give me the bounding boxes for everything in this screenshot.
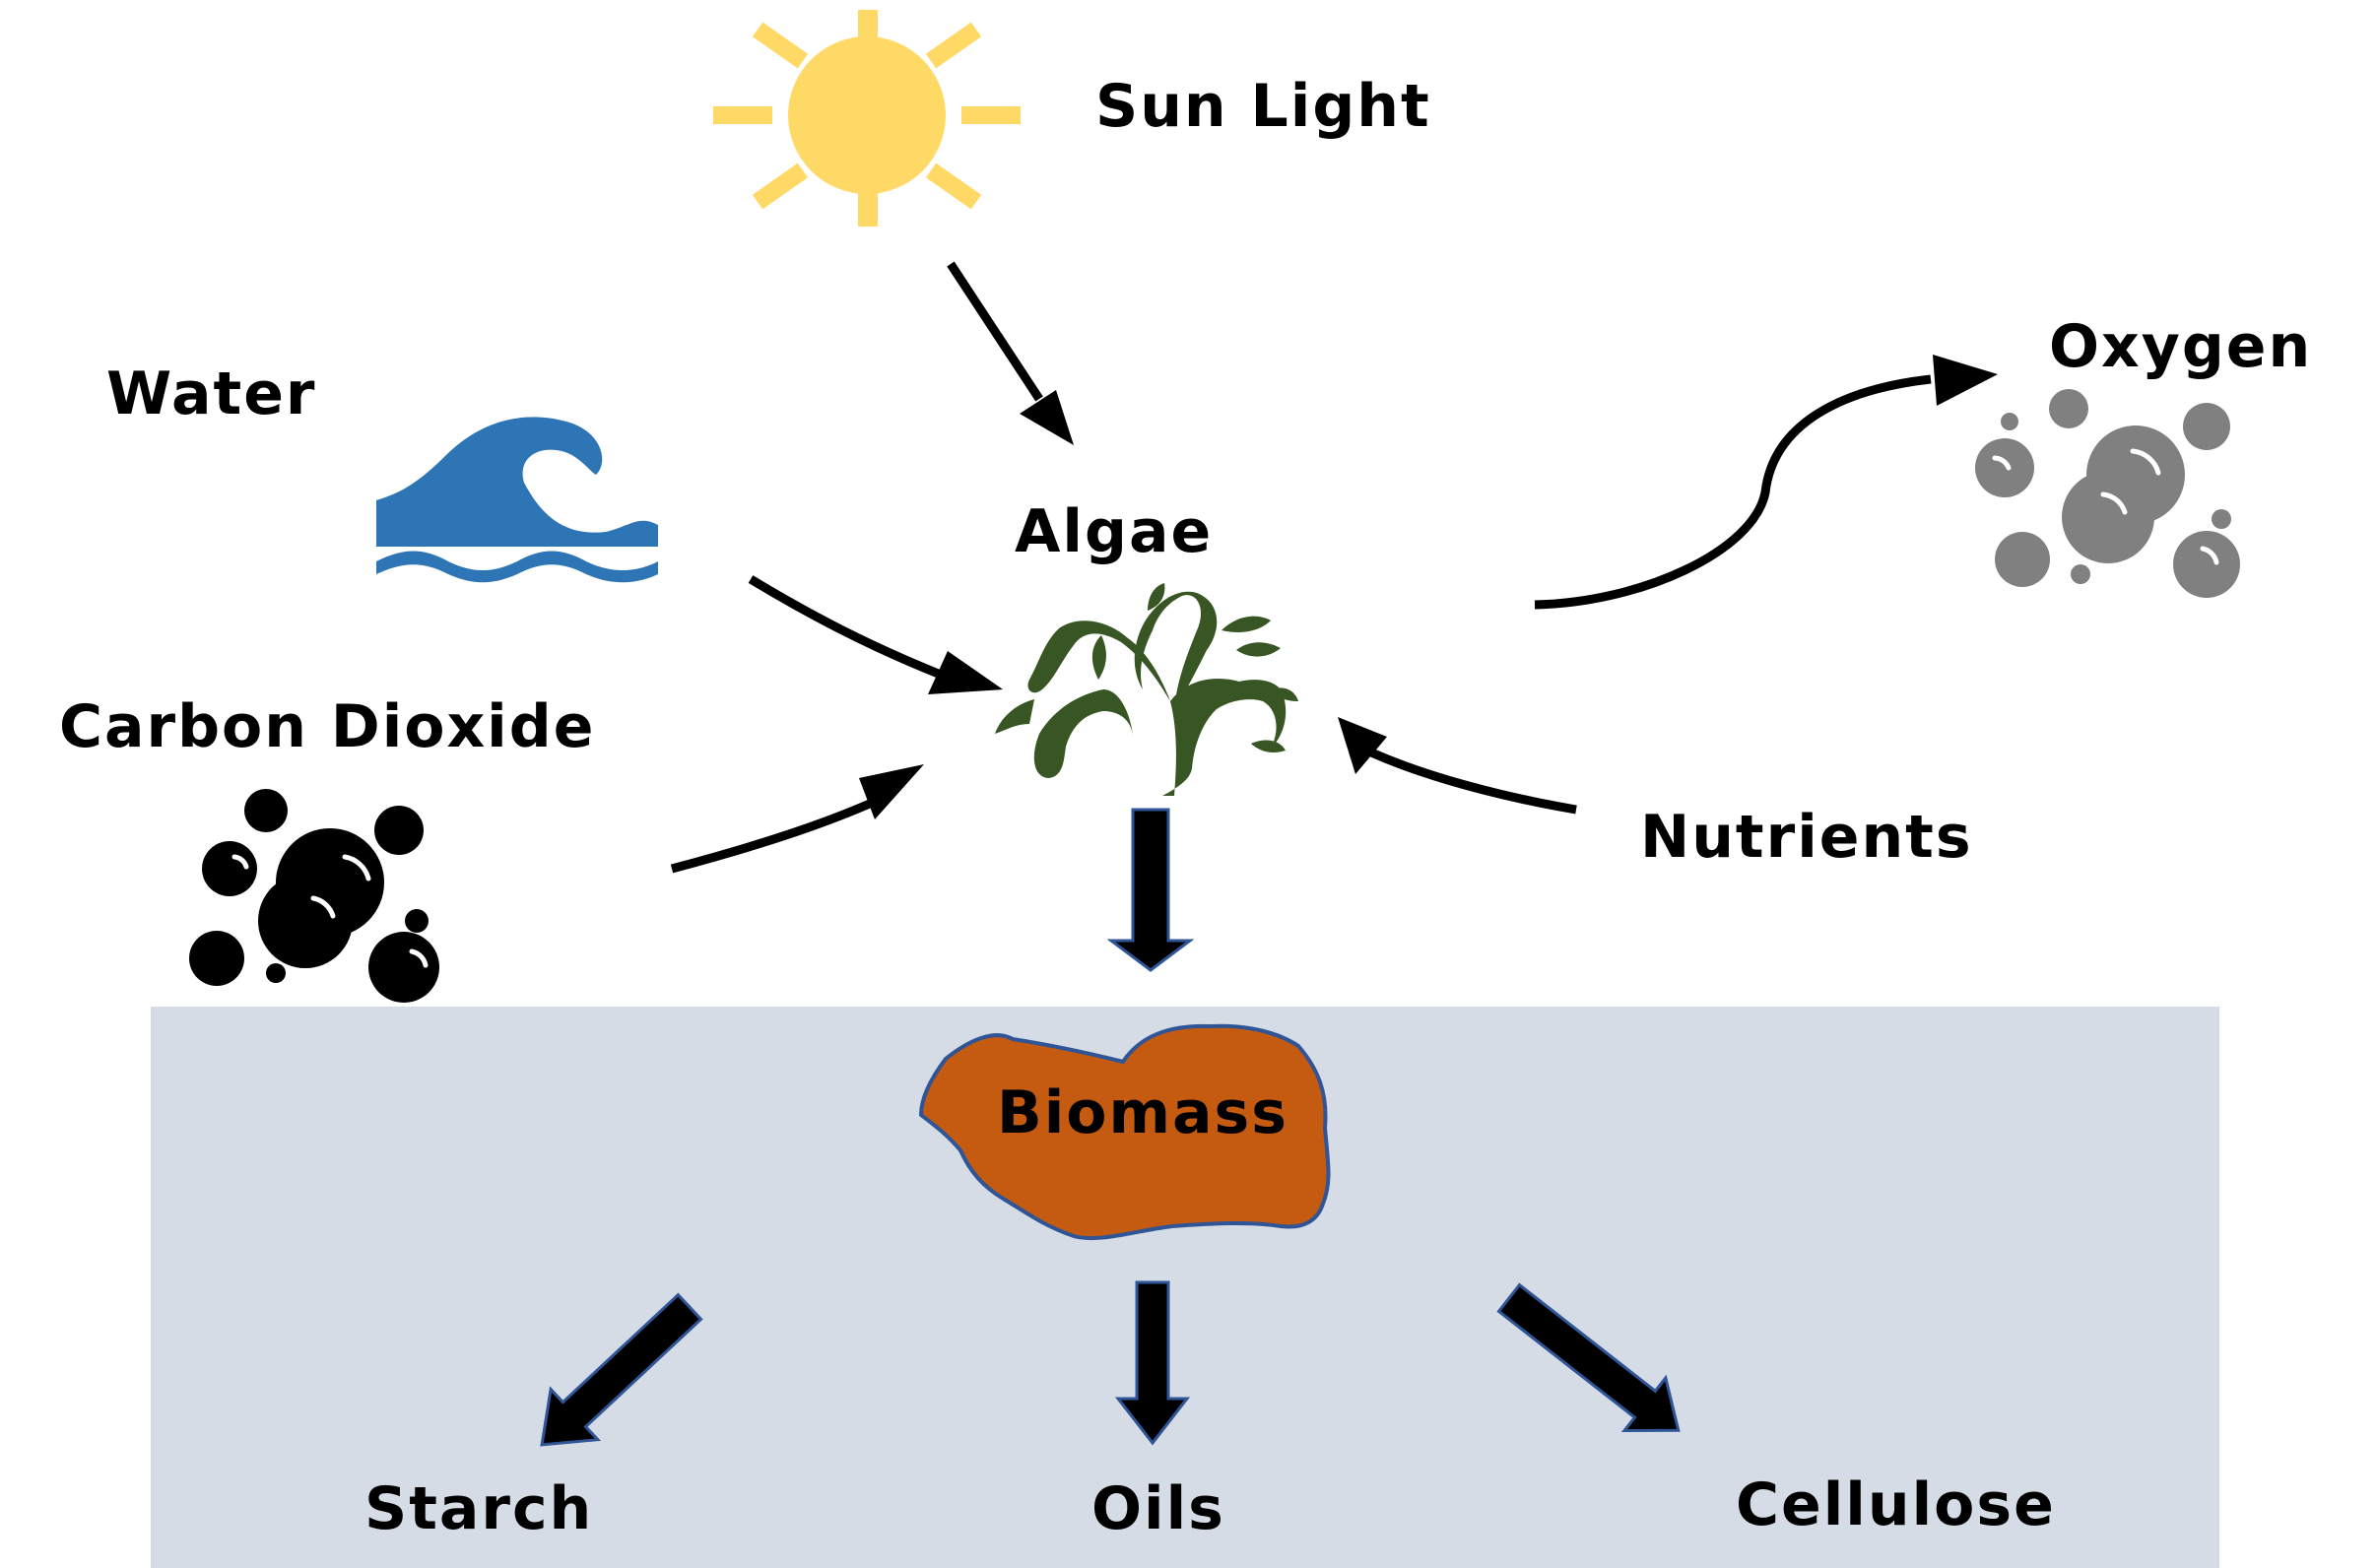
block-arrows	[540, 808, 1681, 1447]
oxygen-arrow-head	[1933, 355, 1998, 406]
sun-light-label: Sun Light	[1095, 72, 1431, 141]
carbon-dioxide-label: Carbon Dioxide	[59, 692, 595, 761]
algae-to-oxygen-arrow	[1534, 374, 1932, 610]
nutrients-label: Nutrients	[1640, 803, 1973, 872]
sun-icon	[713, 10, 1021, 227]
bubble-highlights	[231, 854, 429, 968]
oils-label: Oils	[1091, 1474, 1225, 1543]
sun-arrow-head	[1020, 390, 1074, 445]
biomass-to-oils-arrow	[1114, 1280, 1191, 1446]
co2-arrow-head	[859, 764, 924, 819]
water-to-algae-arrow	[748, 575, 943, 680]
bubbles-icon	[189, 789, 439, 1003]
sun-to-algae-arrow	[947, 261, 1043, 402]
water-arrow-head	[928, 651, 1003, 694]
biomass-to-cellulose-arrow	[1496, 1282, 1681, 1433]
biomass-blob	[918, 1023, 1331, 1241]
oxygen-label: Oxygen	[2049, 312, 2312, 381]
biomass-to-starch-arrow	[540, 1292, 703, 1447]
water-label: Water	[106, 359, 317, 428]
bubbles-icon	[1975, 389, 2240, 598]
seaweed-icon	[995, 583, 1298, 796]
biomass-label: Biomass	[997, 1078, 1288, 1147]
cellulose-label: Cellulose	[1736, 1470, 2056, 1539]
co2-to-algae-arrow	[670, 789, 893, 874]
algae-label: Algae	[1015, 497, 1213, 566]
algae-to-biomass-arrow	[1106, 808, 1195, 972]
nutrients-arrow-head	[1338, 717, 1387, 774]
starch-label: Starch	[364, 1474, 593, 1543]
wave-icon	[376, 417, 658, 583]
nutrients-to-algae-arrow	[1367, 747, 1577, 815]
bubble-highlights	[1992, 448, 2219, 565]
arrow-heads	[859, 355, 1998, 819]
